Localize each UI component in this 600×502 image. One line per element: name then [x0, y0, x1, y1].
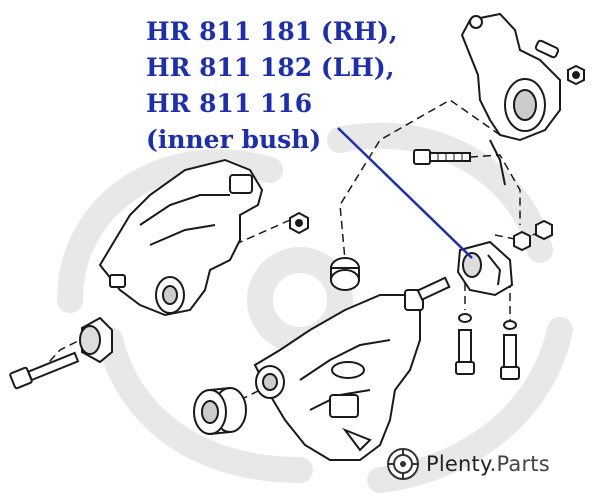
ball-joint — [404, 276, 451, 311]
front-bolt — [9, 351, 80, 390]
inner-bush — [456, 240, 514, 297]
inner-bush-nuts — [458, 219, 553, 330]
part-number-rh: HR 811 181 (RH), — [146, 17, 398, 46]
subframe — [98, 158, 264, 317]
rear-bush — [193, 387, 247, 435]
plenty-gear-icon — [387, 448, 419, 480]
front-bush — [79, 316, 113, 364]
brand-name-main: Plenty — [426, 452, 490, 476]
steering-knuckle — [460, 12, 561, 186]
brand-logo: Plenty.Parts — [386, 442, 550, 486]
part-description: (inner bush) — [146, 125, 322, 154]
upper-bushing — [330, 257, 360, 291]
knuckle-nut — [567, 64, 585, 86]
brand-name-tld: .Parts — [489, 452, 550, 476]
leader-line — [337, 127, 473, 259]
knuckle-bolt — [413, 149, 471, 165]
lower-control-arm — [253, 294, 421, 461]
subframe-nut — [289, 211, 309, 235]
brand-name: Plenty.Parts — [426, 452, 550, 476]
part-number-lh: HR 811 182 (LH), — [146, 53, 395, 82]
part-number-inner: HR 811 116 — [146, 89, 313, 118]
inner-bush-bolts — [455, 329, 520, 380]
part-number-label: HR 811 181 (RH), HR 811 182 (LH), HR 811… — [146, 14, 398, 158]
